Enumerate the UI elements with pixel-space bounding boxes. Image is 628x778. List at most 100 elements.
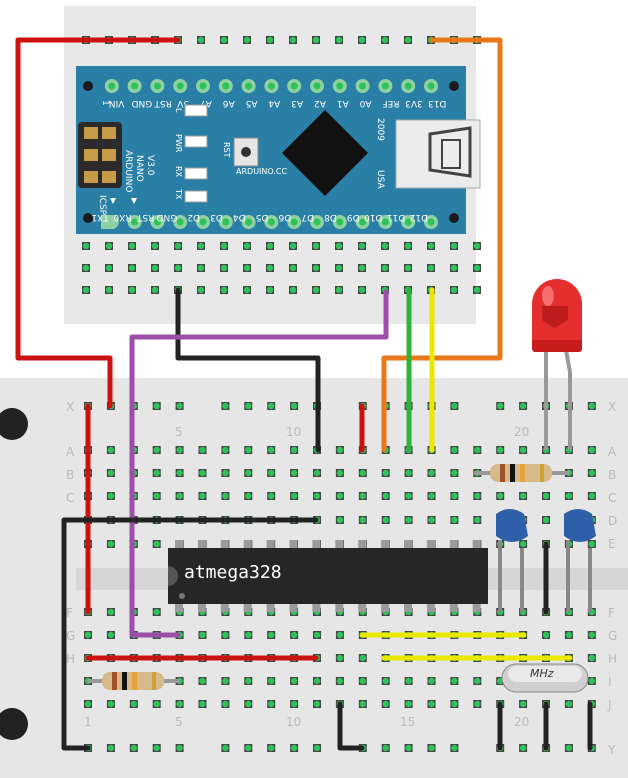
- breadboard-hole-contact: [128, 264, 136, 272]
- breadboard-hole-contact: [176, 492, 183, 500]
- breadboard-hole-contact: [220, 36, 228, 44]
- breadboard-hole-contact: [243, 242, 251, 250]
- resistor-left: [88, 672, 180, 690]
- breadboard-hole-contact: [359, 677, 366, 685]
- row-letter-h: H: [66, 652, 75, 666]
- nano-header-pin-hole: [313, 218, 321, 226]
- col-number-10-bottom: 10: [286, 715, 301, 729]
- breadboard-hole-contact: [151, 242, 159, 250]
- nano-header-pin-hole: [222, 218, 230, 226]
- breadboard-hole-contact: [290, 492, 298, 500]
- breadboard-hole-contact: [335, 242, 343, 250]
- led-pwr-label: PWR: [174, 134, 183, 153]
- pin-marker-triangle: [131, 198, 137, 204]
- breadboard-hole-contact: [199, 700, 206, 708]
- breadboard-hole-contact: [497, 446, 504, 454]
- breadboard-hole-contact: [451, 469, 458, 477]
- breadboard-hole-contact: [176, 446, 183, 454]
- chip-leg: [335, 540, 344, 548]
- breadboard-hole-contact: [153, 402, 160, 410]
- nano-header-pin-hole: [108, 82, 116, 90]
- breadboard-hole-contact: [290, 469, 298, 477]
- chip-leg: [220, 540, 229, 548]
- board-title-line1: ARDUINO: [123, 150, 133, 192]
- breadboard-hole-contact: [450, 286, 458, 294]
- breadboard-hole-contact: [588, 402, 595, 410]
- col-number-15-bottom: 15: [400, 715, 415, 729]
- chip-leg: [197, 540, 206, 548]
- breadboard-hole-contact: [381, 36, 389, 44]
- mount-hole: [0, 708, 28, 740]
- breadboard-hole-contact: [382, 492, 389, 500]
- breadboard-hole-contact: [336, 631, 344, 639]
- reset-label: RST: [222, 142, 231, 158]
- breadboard-hole-contact: [153, 446, 160, 454]
- breadboard-hole-contact: [243, 264, 251, 272]
- chip-leg: [197, 604, 206, 612]
- wire-black-bottom: [337, 701, 365, 751]
- breadboard-hole-contact: [174, 264, 182, 272]
- breadboard-hole-contact: [405, 492, 412, 500]
- breadboard-hole-contact: [245, 631, 252, 639]
- breadboard-hole-contact: [588, 469, 595, 477]
- breadboard-hole-contact: [245, 677, 252, 685]
- breadboard-hole-contact: [245, 700, 252, 708]
- breadboard-hole-contact: [82, 264, 90, 272]
- breadboard-hole-contact: [427, 264, 435, 272]
- nano-pin-label-top: A2: [314, 98, 326, 108]
- chip-leg: [472, 540, 481, 548]
- breadboard-hole-contact: [542, 516, 550, 524]
- col-number-5: 5: [175, 425, 183, 439]
- breadboard-hole-contact: [497, 492, 504, 500]
- breadboard-hole-contact: [222, 402, 229, 410]
- row-letter-f: F: [66, 606, 73, 620]
- row-letter-d-right: D: [608, 514, 617, 528]
- breadboard-hole-contact: [542, 492, 550, 500]
- breadboard-hole-contact: [565, 744, 573, 752]
- breadboard-hole-contact: [428, 700, 435, 708]
- row-letter-g-right: G: [608, 629, 617, 643]
- row-letter-a-right: A: [608, 445, 617, 459]
- arduino-cc-label: ARDUINO.CC: [236, 167, 287, 176]
- chip-label: atmega328: [184, 562, 282, 583]
- row-letter-x-right: X: [608, 400, 616, 414]
- breadboard-hole-contact: [473, 242, 481, 250]
- nano-mount-hole: [449, 81, 459, 91]
- col-number-1-bottom: 1: [84, 715, 92, 729]
- chip-leg: [243, 540, 252, 548]
- resistor-band: [152, 672, 156, 690]
- breadboard-hole-contact: [266, 242, 274, 250]
- nano-header-pin-hole: [153, 82, 161, 90]
- nano-pin-label-bottom: D9: [347, 212, 360, 222]
- chip-leg: [266, 540, 275, 548]
- breadboard-hole-contact: [474, 492, 481, 500]
- breadboard-hole-contact: [451, 700, 458, 708]
- breadboard-hole-contact: [359, 654, 366, 662]
- resistor-band: [132, 672, 137, 690]
- breadboard-hole-contact: [588, 677, 595, 685]
- breadboard-hole-contact: [290, 700, 298, 708]
- breadboard-hole-contact: [84, 631, 92, 639]
- breadboard-hole-contact: [105, 242, 113, 250]
- breadboard-hole-contact: [128, 242, 136, 250]
- nano-header-pin-hole: [245, 218, 253, 226]
- nano-pin-label-top: REF: [382, 98, 399, 108]
- chip-leg: [404, 540, 412, 548]
- breadboard-hole-contact: [450, 242, 458, 250]
- breadboard-hole-contact: [588, 631, 595, 639]
- nano-pin-label-bottom: GND: [156, 212, 177, 222]
- nano-pin-label-top: A1: [337, 98, 349, 108]
- resistor-band: [112, 672, 117, 690]
- chip-leg: [335, 604, 344, 612]
- breadboard-hole-contact: [450, 264, 458, 272]
- breadboard-hole-contact: [84, 700, 92, 708]
- breadboard-hole-contact: [335, 286, 343, 294]
- breadboard-hole-contact: [519, 744, 527, 752]
- nano-pin-label-bottom: D6: [278, 212, 291, 222]
- breadboard-hole-contact: [382, 516, 389, 524]
- breadboard-hole-contact: [451, 492, 458, 500]
- breadboard-hole-contact: [474, 700, 481, 708]
- breadboard-hole-contact: [336, 654, 344, 662]
